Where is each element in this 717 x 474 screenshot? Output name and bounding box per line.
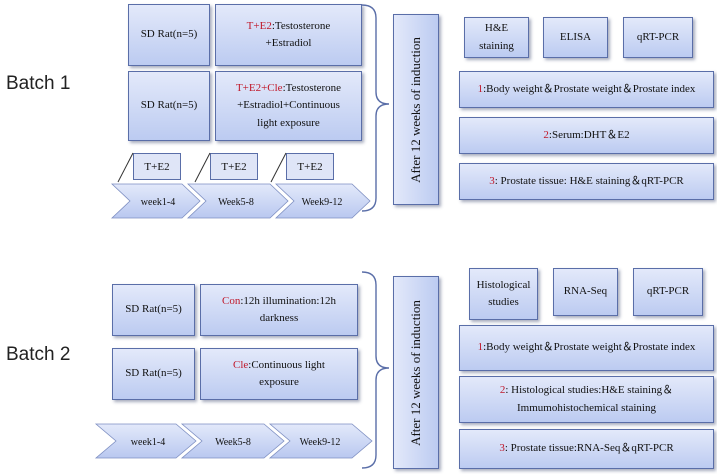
- b1-brace: [361, 4, 390, 212]
- b1-method-qrtpcr: qRT-PCR: [623, 17, 693, 58]
- b1-outcome-2: 2:Serum:DHT＆E2: [459, 117, 714, 154]
- b1-group1-rat: SD Rat(n=5): [128, 4, 210, 66]
- batch1-label: Batch 1: [6, 73, 71, 94]
- b2-week-chevron-2: [180, 423, 285, 459]
- b2-group2-rat: SD Rat(n=5): [112, 348, 195, 400]
- b2-method-histology: Histological studies: [469, 268, 538, 320]
- b2-induction-box: After 12 weeks of induction: [393, 276, 439, 469]
- b1-induction-box: After 12 weeks of induction: [393, 14, 439, 205]
- b1-week-chevron-2: [186, 183, 289, 219]
- b1-injection-tag-2: T+E2: [210, 153, 258, 180]
- b1-injection-tag-3: T+E2: [286, 153, 334, 180]
- b1-week-label-2: Week5-8: [218, 197, 254, 208]
- b1-slash-1: [117, 152, 134, 183]
- b2-outcome-1: 1:Body weight＆Prostate weight＆Prostate i…: [459, 325, 714, 371]
- batch2-label: Batch 2: [6, 344, 71, 365]
- b2-outcome-3: 3: Prostate tissue:RNA-Seq＆qRT-PCR: [459, 429, 714, 469]
- b1-slash-2: [194, 152, 211, 183]
- b2-method-qrtpcr: qRT-PCR: [633, 268, 703, 316]
- b2-method-rnaseq: RNA-Seq: [553, 268, 618, 316]
- b1-group2-rat: SD Rat(n=5): [128, 71, 210, 141]
- b1-method-elisa: ELISA: [543, 17, 608, 58]
- b1-group1-treatment: T+E2:Testosterone+Estradiol: [215, 4, 362, 66]
- b1-week-chevron-3: [274, 183, 371, 219]
- b2-week-label-1: week1-4: [131, 437, 165, 448]
- b2-outcome-2: 2: Histological studies:H&E staining＆Imm…: [459, 376, 714, 423]
- b1-group2-treatment: T+E2+Cle:Testosterone+Estradiol+Continuo…: [215, 71, 362, 141]
- b1-outcome-1: 1:Body weight＆Prostate weight＆Prostate i…: [459, 71, 714, 108]
- b1-week-label-1: week1-4: [141, 197, 175, 208]
- b1-method-he: H&E staining: [464, 17, 529, 58]
- b2-week-label-2: Week5-8: [215, 437, 251, 448]
- b2-week-chevron-3: [268, 423, 373, 459]
- b2-group1-rat: SD Rat(n=5): [112, 284, 195, 336]
- b1-week-chevron-1: [110, 183, 201, 219]
- b1-slash-3: [270, 152, 287, 183]
- b2-brace: [361, 271, 390, 469]
- b1-week-label-3: Week9-12: [302, 197, 343, 208]
- b1-outcome-3: 3: Prostate tissue: H&E staining＆qRT-PCR: [459, 163, 714, 200]
- b2-week-chevron-1: [94, 423, 197, 459]
- b1-injection-tag-1: T+E2: [133, 153, 181, 180]
- b2-week-label-3: Week9-12: [300, 437, 341, 448]
